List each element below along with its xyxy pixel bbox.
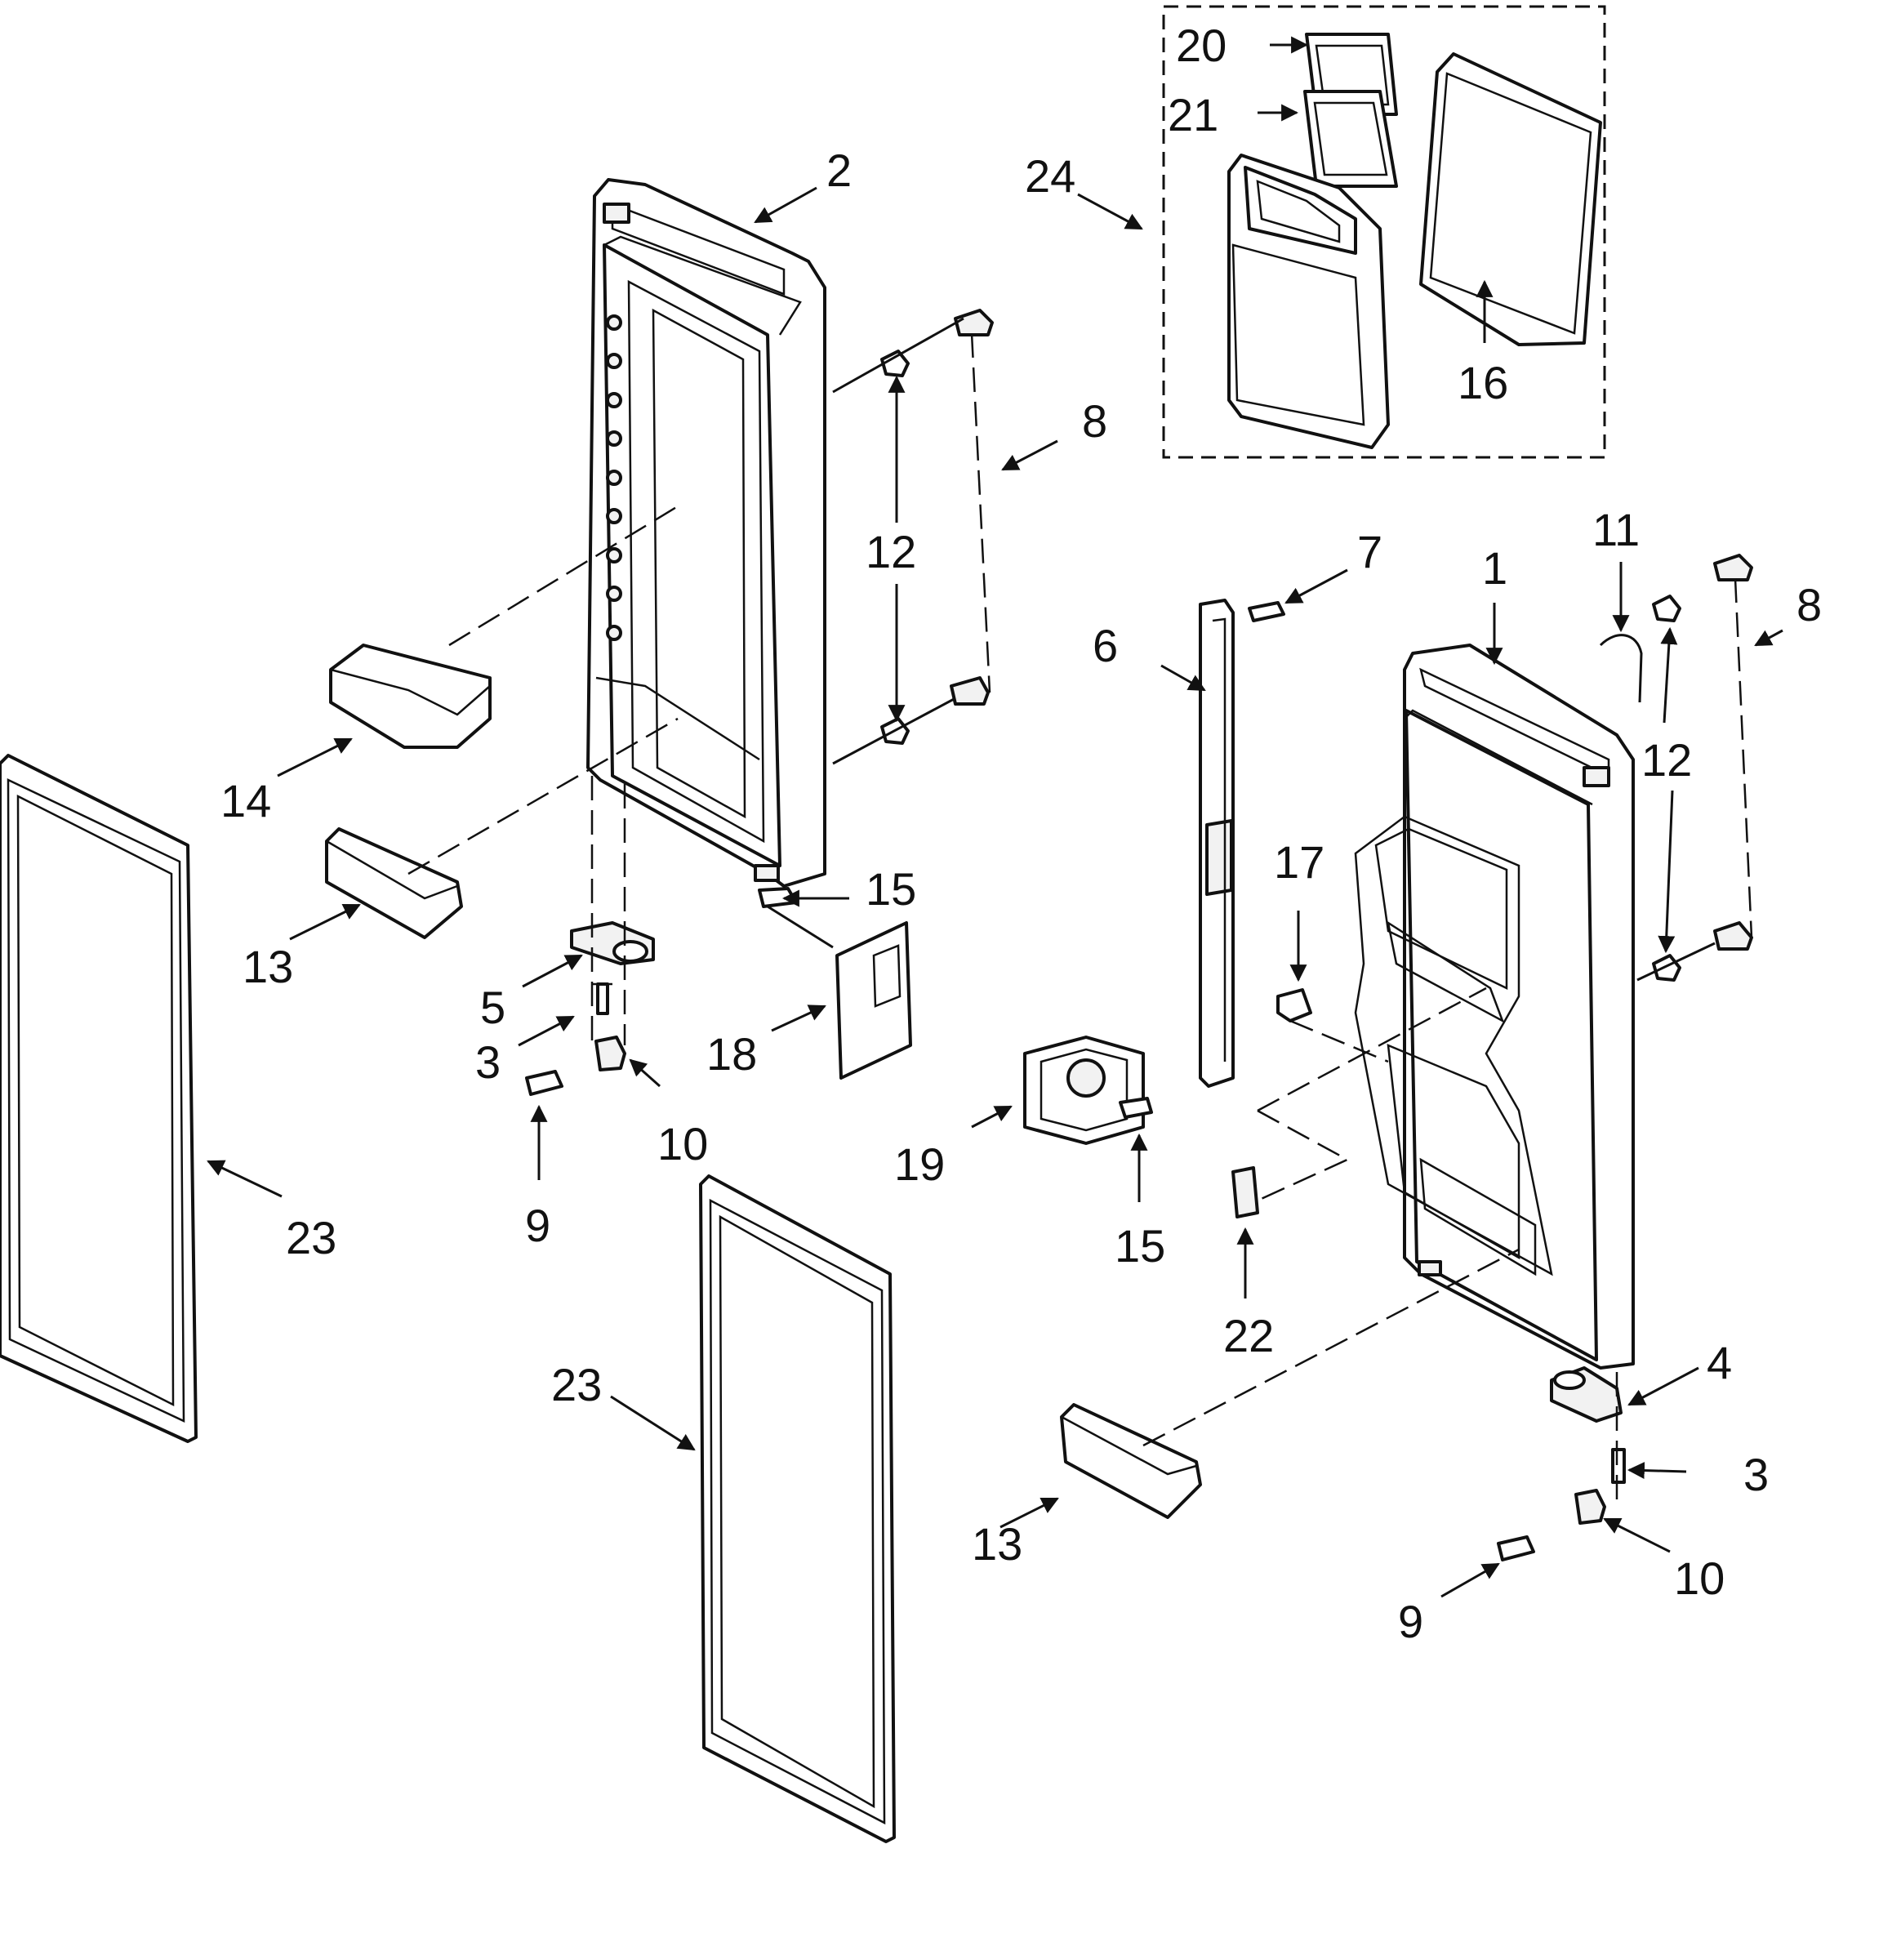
callout-10-left: 10	[657, 1118, 708, 1169]
callout-19: 19	[894, 1138, 945, 1190]
part-9-screw-right	[1497, 1535, 1535, 1561]
callout-15-right: 15	[1115, 1220, 1165, 1272]
dispenser-kit-box	[1162, 5, 1606, 459]
callout-8-right: 8	[1796, 579, 1822, 630]
part-18-control-panel	[835, 921, 912, 1080]
part-22-switch	[1231, 1166, 1259, 1218]
callout-22: 22	[1223, 1310, 1274, 1361]
part-23-door-gasket-left	[0, 754, 198, 1443]
part-3-screw-right	[1611, 1448, 1626, 1484]
part-13-door-bin-left	[325, 827, 463, 939]
callout-10-right: 10	[1674, 1552, 1725, 1604]
part-8-hinge-bracket-right	[1713, 554, 1753, 951]
part-12-bushing-upper-left	[880, 350, 910, 377]
part-10-hinge-block-right	[1574, 1489, 1606, 1525]
assembly-lines	[407, 317, 1716, 1503]
part-16-panel	[1419, 52, 1602, 346]
callout-4: 4	[1707, 1337, 1732, 1388]
callout-labels: 2 20 21 24 16 8 12 14 13 15 5 3 18 10 9 …	[220, 20, 1822, 1647]
callout-23-center: 23	[551, 1359, 602, 1410]
part-13-door-bin-right	[1060, 1403, 1202, 1519]
callout-9-left: 9	[525, 1200, 550, 1251]
callout-17: 17	[1274, 836, 1324, 888]
callout-6: 6	[1093, 620, 1118, 671]
part-6-handle-strip	[1199, 599, 1235, 1088]
part-4-hinge	[1550, 1366, 1623, 1423]
part-10-hinge-block-left	[594, 1036, 626, 1071]
part-3-screw-left	[593, 982, 612, 1015]
part-14-door-bin	[329, 644, 492, 749]
shelf-studs	[606, 314, 622, 641]
part-1-right-door	[1354, 644, 1635, 1370]
part-23-door-gasket-center	[699, 1174, 896, 1843]
callout-18: 18	[706, 1028, 757, 1080]
callout-21: 21	[1168, 89, 1218, 140]
callout-11: 11	[1592, 504, 1640, 555]
callout-2: 2	[826, 145, 852, 196]
callout-13-right: 13	[972, 1518, 1022, 1570]
callout-14: 14	[220, 775, 271, 826]
part-15-screw-right	[1119, 1097, 1153, 1119]
callout-12-right: 12	[1641, 734, 1692, 786]
part-11-tube	[1599, 634, 1643, 703]
part-12-bushing-lower-right	[1652, 954, 1681, 982]
callout-1: 1	[1482, 542, 1507, 594]
part-17-knob	[1276, 988, 1312, 1022]
callout-5: 5	[480, 982, 505, 1033]
callout-7: 7	[1357, 526, 1382, 577]
part-21-gasket	[1303, 90, 1398, 188]
part-9-screw-left	[525, 1070, 563, 1096]
callout-9-right: 9	[1398, 1596, 1423, 1647]
callout-13-left: 13	[243, 941, 293, 992]
callout-3-right: 3	[1743, 1449, 1769, 1500]
callout-16: 16	[1458, 357, 1508, 408]
part-7-screw	[1248, 601, 1285, 622]
callout-12-left: 12	[866, 526, 916, 577]
part-5-hinge	[570, 921, 655, 965]
callout-23-left: 23	[286, 1212, 336, 1263]
part-8-hinge-bracket-left	[950, 309, 994, 706]
part-19-dispenser-control	[1023, 1036, 1145, 1145]
part-24-dispenser-cover	[1227, 154, 1390, 449]
callout-20: 20	[1176, 20, 1227, 71]
leader-arrows	[207, 36, 1783, 1598]
callout-8-left: 8	[1082, 395, 1107, 447]
part-2-left-door	[586, 178, 826, 888]
part-12-bushing-upper-right	[1652, 595, 1681, 622]
callout-3-left: 3	[475, 1036, 501, 1088]
callout-24: 24	[1025, 150, 1075, 202]
callout-15-left: 15	[866, 863, 916, 915]
